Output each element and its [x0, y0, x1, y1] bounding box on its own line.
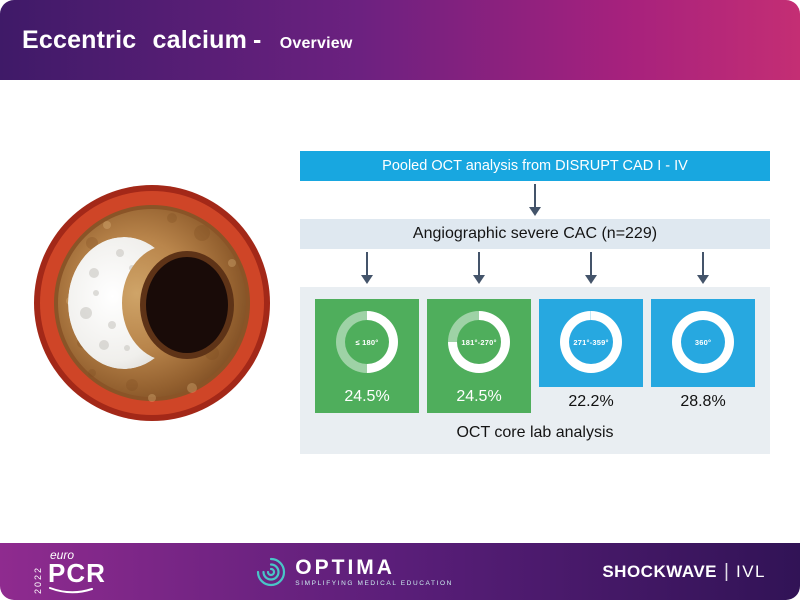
down-arrow-icon — [361, 252, 373, 284]
cac-angle-box: 360° — [651, 299, 755, 387]
cac-angle-box: 271°-359° — [539, 299, 643, 387]
angle-range-label: ≤ 180° — [355, 337, 379, 347]
cac-angle-cell: ≤ 180° 24.5% — [315, 299, 419, 413]
box-arrow-cell — [651, 252, 755, 287]
europcr-year: 2022 — [33, 566, 43, 595]
ivl-wordmark: IVL — [735, 561, 766, 581]
optima-tagline: SIMPLIFYING MEDICAL EDUCATION — [295, 579, 453, 587]
donut-hole: ≤ 180° — [345, 320, 389, 364]
footer-bar: 2022 euro PCR OPTIMA SIMPLIFYING MEDICAL… — [0, 543, 800, 600]
optima-wordmark: OPTIMA SIMPLIFYING MEDICAL EDUCATION — [295, 556, 453, 588]
angle-donut-chart: 181°-270° — [448, 311, 510, 373]
oct-core-lab-panel: ≤ 180° 24.5% 181°-270° 24.5% 271°-359° 22.2% 3… — [300, 287, 770, 454]
down-arrow-icon — [473, 252, 485, 284]
shockwave-ivl-logo: SHOCKWAVE | IVL — [602, 561, 766, 583]
percentage-value: 28.8% — [680, 393, 726, 410]
down-arrow-icon — [585, 252, 597, 284]
angle-range-label: 181°-270° — [461, 337, 497, 347]
lumen — [146, 257, 228, 353]
cac-angle-box: ≤ 180° 24.5% — [315, 299, 419, 413]
percentage-value: 24.5% — [456, 388, 502, 405]
box-arrows-row — [300, 249, 770, 287]
box-arrow-cell — [315, 252, 419, 287]
box-arrow-cell — [427, 252, 531, 287]
page-title-main: Eccentric calcium — [22, 25, 248, 54]
donut-hole: 360° — [681, 320, 725, 364]
page-title: Eccentric calcium- Overview — [22, 26, 352, 55]
europcr-swoosh-icon — [49, 587, 93, 594]
header-bar: Eccentric calcium- Overview — [0, 0, 800, 80]
donut-hole: 271°-359° — [569, 320, 613, 364]
cac-angle-cell: 360° 28.8% — [651, 299, 755, 411]
page-title-dash: - — [253, 25, 262, 54]
angle-range-label: 271°-359° — [573, 337, 609, 347]
europcr-wordmark: euro PCR — [48, 549, 106, 595]
down-arrow-icon — [697, 252, 709, 284]
shockwave-wordmark: SHOCKWAVE — [602, 561, 718, 581]
europcr-pcr-text: PCR — [48, 557, 106, 588]
percentage-value: 22.2% — [568, 393, 614, 410]
oct-core-lab-label: OCT core lab analysis — [456, 424, 614, 441]
angle-donut-chart: 271°-359° — [560, 311, 622, 373]
angle-boxes-row: ≤ 180° 24.5% 181°-270° 24.5% 271°-359° 22.2% 3… — [315, 299, 755, 413]
percentage-value: 24.5% — [344, 388, 390, 405]
optima-name: OPTIMA — [295, 555, 395, 579]
angle-range-label: 360° — [694, 337, 712, 347]
pooled-oct-banner: Pooled OCT analysis from DISRUPT CAD I -… — [300, 151, 770, 181]
cac-angle-cell: 181°-270° 24.5% — [427, 299, 531, 413]
cac-angle-cell: 271°-359° 22.2% — [539, 299, 643, 411]
page-title-sub: Overview — [279, 34, 353, 52]
shockwave-divider: | — [724, 560, 729, 582]
angle-donut-chart: 360° — [672, 311, 734, 373]
donut-hole: 181°-270° — [457, 320, 501, 364]
europcr-logo: 2022 euro PCR — [33, 549, 106, 595]
cac-angle-box: 181°-270° 24.5% — [427, 299, 531, 413]
artery-cross-section-illustration — [32, 183, 272, 423]
angle-donut-chart: ≤ 180° — [336, 311, 398, 373]
severe-cac-banner: Angiographic severe CAC (n=229) — [300, 219, 770, 249]
center-arrow-wrap — [300, 181, 770, 219]
flow-diagram: Pooled OCT analysis from DISRUPT CAD I -… — [300, 151, 770, 454]
optima-logo: OPTIMA SIMPLIFYING MEDICAL EDUCATION — [255, 556, 453, 588]
optima-swirl-icon — [257, 557, 286, 586]
down-arrow-icon — [529, 184, 541, 216]
box-arrow-cell — [539, 252, 643, 287]
artery-cross-section-graphic — [34, 185, 270, 421]
europcr-euro-text: euro — [50, 547, 75, 562]
